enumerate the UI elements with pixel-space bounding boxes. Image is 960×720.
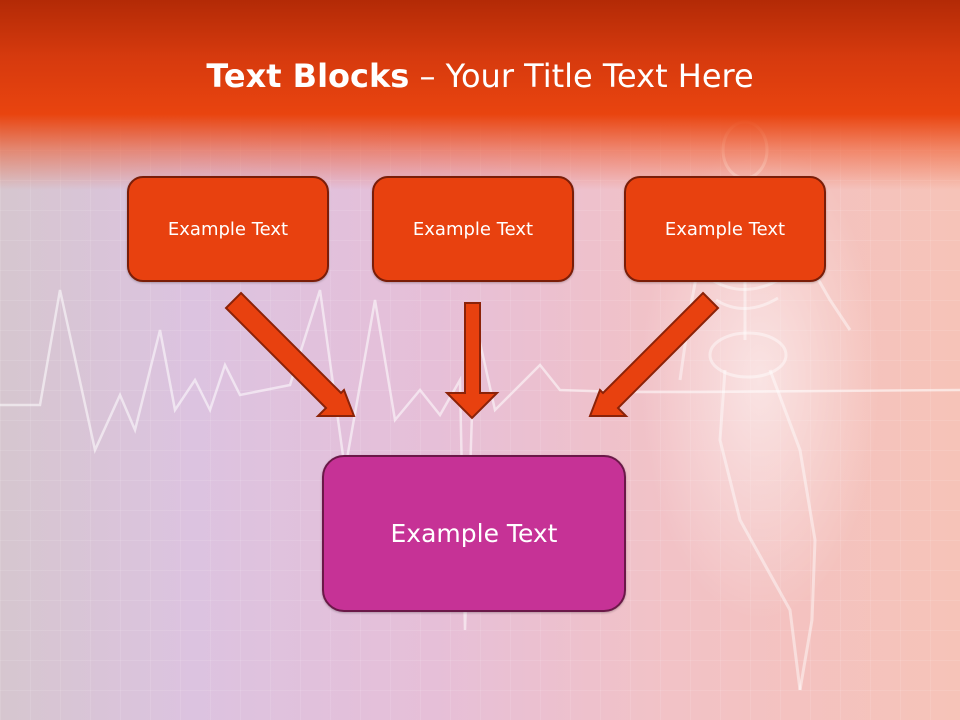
header-bar [0, 0, 960, 190]
text-block-right-label: Example Text [664, 218, 786, 240]
text-block-bottom[interactable]: Example Text [322, 455, 626, 612]
text-block-bottom-label: Example Text [390, 519, 558, 548]
arrow-down-icon [444, 302, 500, 420]
arrow-right-icon [588, 291, 720, 417]
page-title: Text Blocks – Your Title Text Here [0, 56, 960, 96]
text-block-left[interactable]: Example Text [127, 176, 329, 282]
text-block-center-label: Example Text [412, 218, 534, 240]
title-bold: Text Blocks [206, 57, 410, 95]
text-block-left-label: Example Text [167, 218, 289, 240]
text-block-right[interactable]: Example Text [624, 176, 826, 282]
text-block-center[interactable]: Example Text [372, 176, 574, 282]
arrow-left-icon [224, 291, 356, 417]
title-rest: – Your Title Text Here [409, 57, 754, 95]
